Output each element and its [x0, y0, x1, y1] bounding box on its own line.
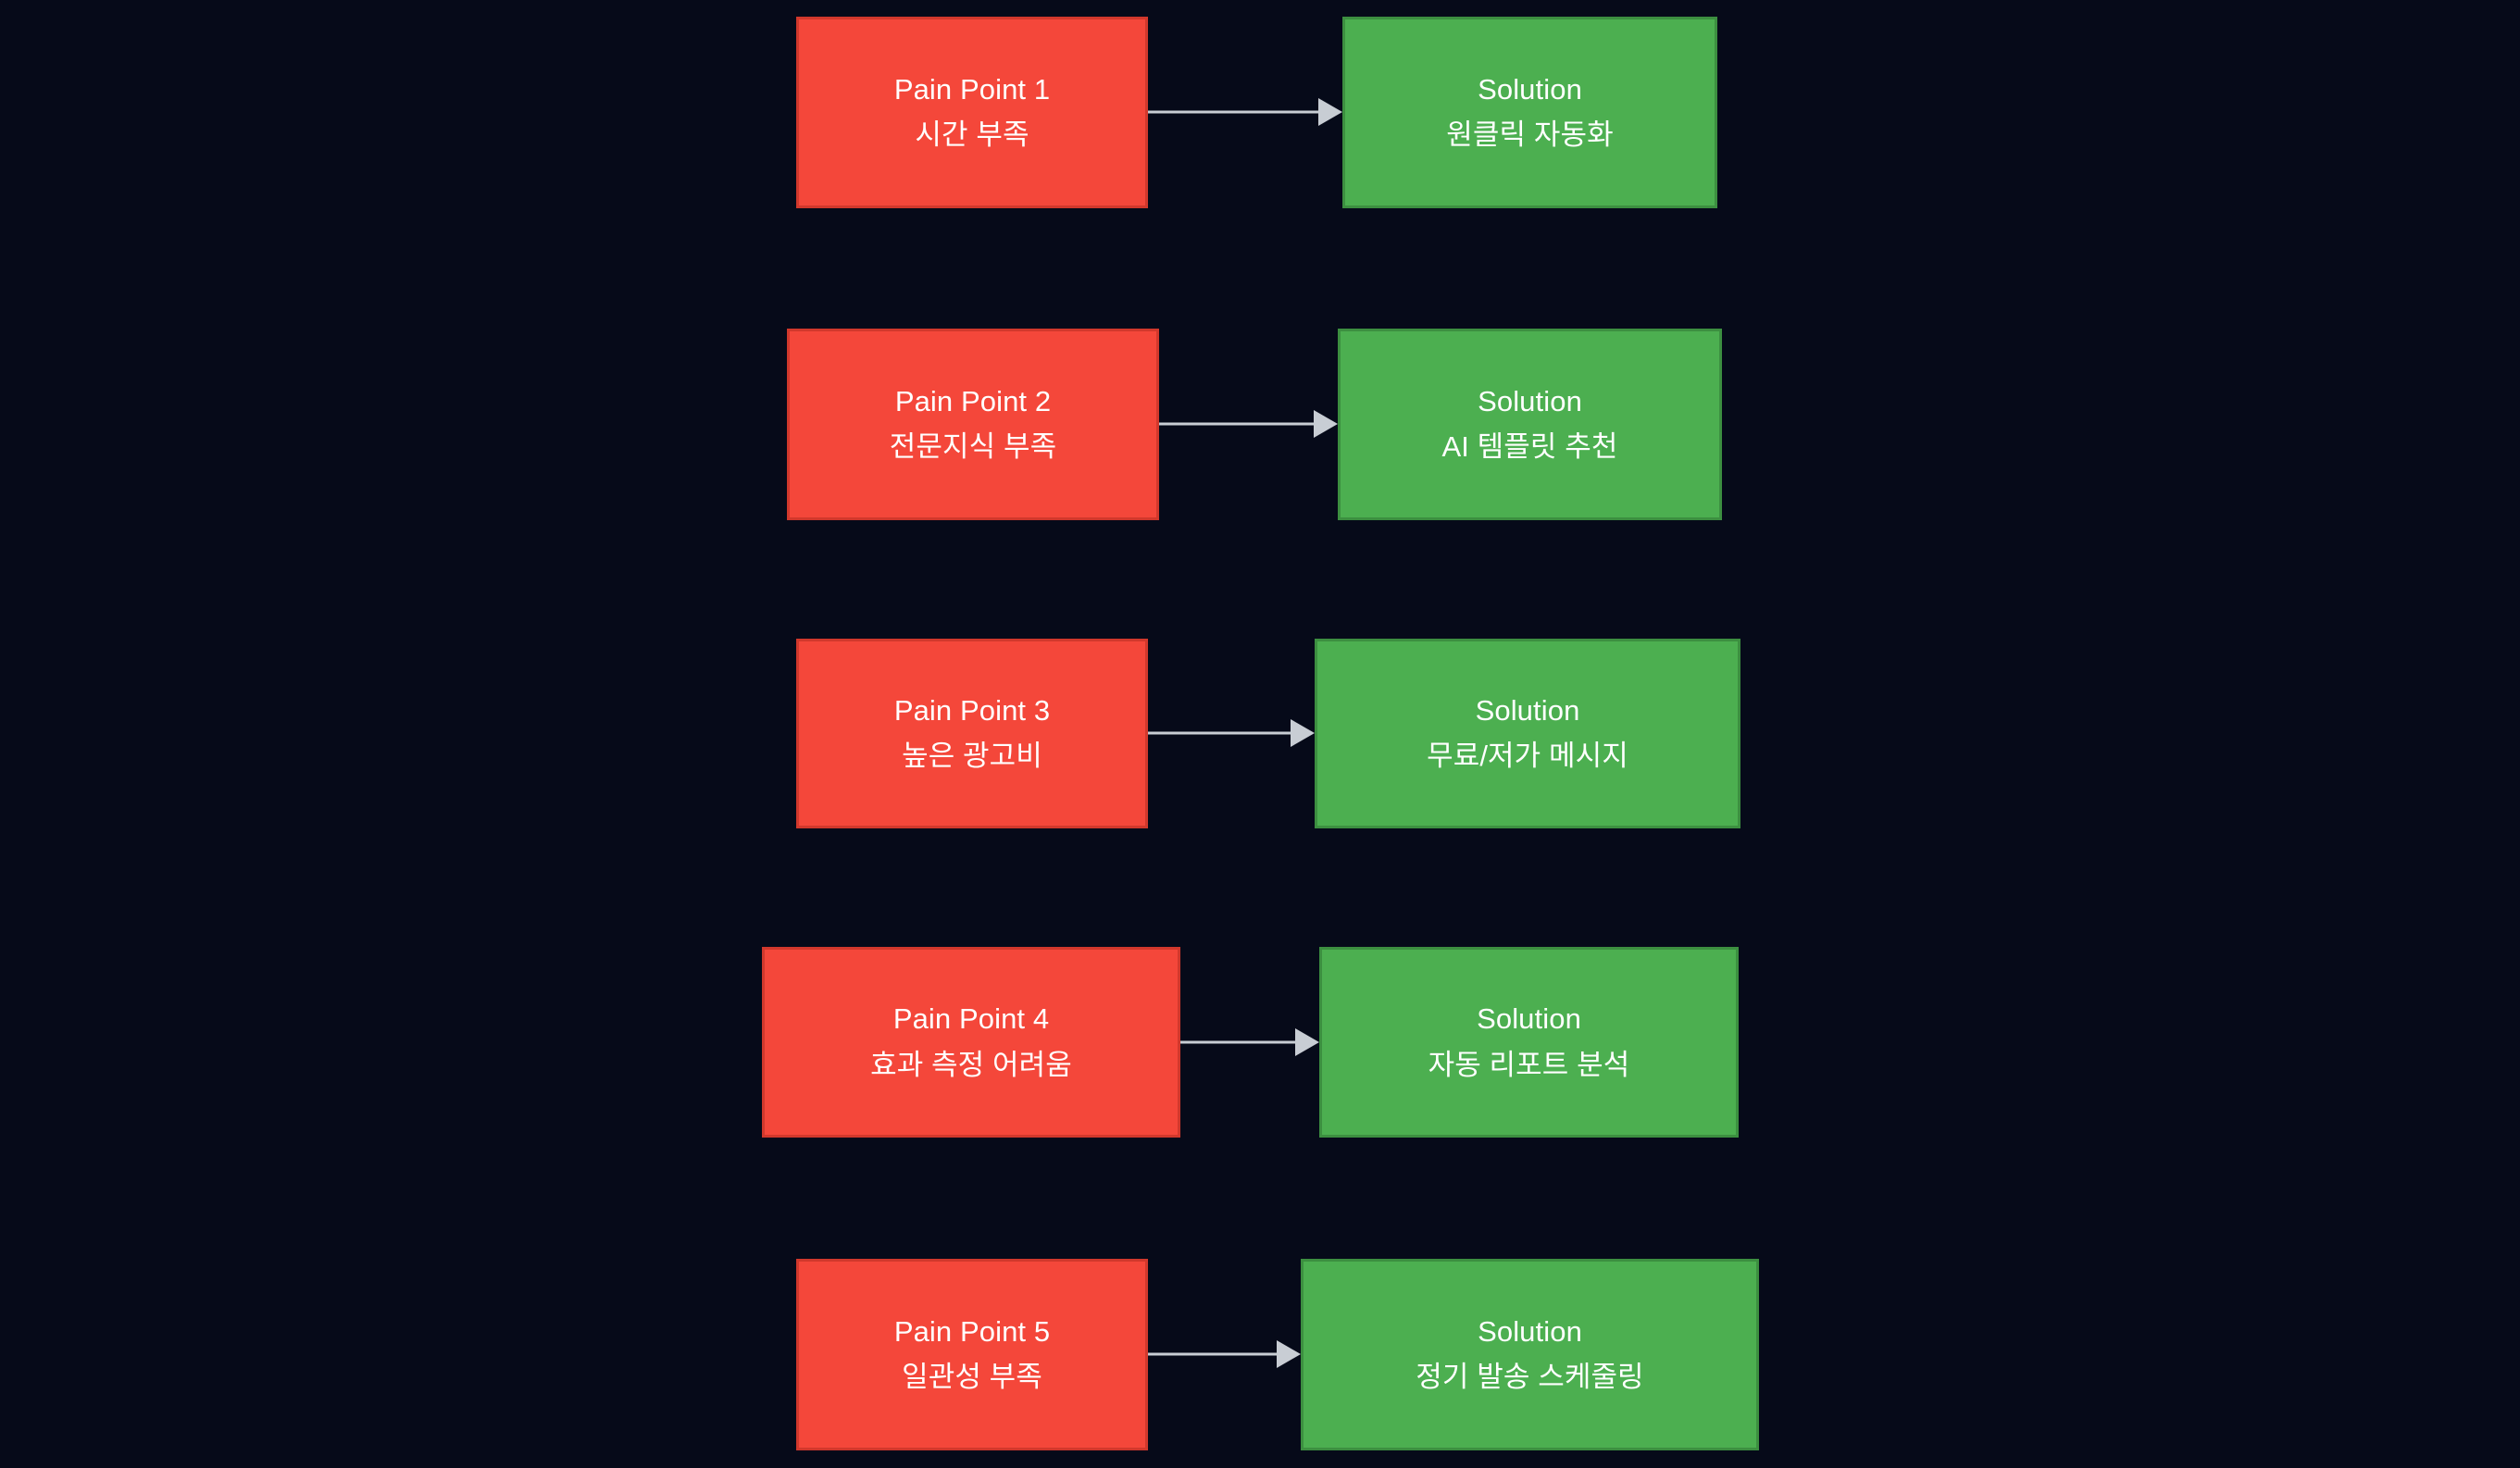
- pain-point-node-2[interactable]: Pain Point 2 전문지식 부족: [787, 329, 1159, 520]
- arrow-icon: [1148, 98, 1342, 126]
- pain-point-title: Pain Point 1: [893, 72, 1051, 106]
- pain-point-node-1[interactable]: Pain Point 1 시간 부족: [796, 17, 1148, 208]
- solution-title: Solution: [1478, 384, 1582, 417]
- solution-node-1[interactable]: Solution 원클릭 자동화: [1342, 17, 1717, 208]
- solution-node-4[interactable]: Solution 자동 리포트 분석: [1319, 947, 1739, 1138]
- pain-point-node-5[interactable]: Pain Point 5 일관성 부족: [796, 1259, 1148, 1450]
- pain-point-title: Pain Point 5: [893, 1314, 1051, 1348]
- arrow-connector: [1162, 1024, 1338, 1061]
- pain-point-subtitle: 전문지식 부족: [889, 430, 1057, 463]
- solution-subtitle: 정기 발송 스케줄링: [1416, 1361, 1644, 1393]
- arrow-connector: [1141, 405, 1356, 442]
- pain-point-title: Pain Point 2: [894, 384, 1052, 417]
- solution-title: Solution: [1477, 1002, 1581, 1036]
- pain-point-title: Pain Point 4: [892, 1002, 1050, 1036]
- solution-node-3[interactable]: Solution 무료/저가 메시지: [1315, 639, 1740, 828]
- pain-point-subtitle: 효과 측정 어려움: [870, 1048, 1072, 1081]
- pain-point-subtitle: 일관성 부족: [902, 1361, 1042, 1393]
- solution-subtitle: AI 템플릿 추천: [1441, 430, 1618, 463]
- solution-subtitle: 원클릭 자동화: [1446, 118, 1614, 151]
- arrow-icon: [1180, 1028, 1319, 1056]
- solution-subtitle: 무료/저가 메시지: [1427, 740, 1628, 772]
- arrow-icon: [1159, 410, 1338, 438]
- arrow-connector: [1129, 93, 1361, 131]
- pain-point-title: Pain Point 3: [893, 693, 1051, 727]
- pain-point-subtitle: 시간 부족: [915, 118, 1029, 151]
- solution-title: Solution: [1475, 693, 1580, 727]
- solution-subtitle: 자동 리포트 분석: [1428, 1048, 1630, 1081]
- arrow-connector: [1129, 715, 1333, 752]
- solution-node-2[interactable]: Solution AI 템플릿 추천: [1338, 329, 1722, 520]
- pain-point-node-4[interactable]: Pain Point 4 효과 측정 어려움: [762, 947, 1180, 1138]
- arrow-connector: [1129, 1336, 1319, 1373]
- pain-point-node-3[interactable]: Pain Point 3 높은 광고비: [796, 639, 1148, 828]
- arrow-icon: [1148, 1340, 1301, 1368]
- solution-title: Solution: [1478, 1314, 1582, 1348]
- solution-title: Solution: [1478, 72, 1582, 106]
- solution-node-5[interactable]: Solution 정기 발송 스케줄링: [1301, 1259, 1759, 1450]
- pain-point-subtitle: 높은 광고비: [902, 740, 1042, 772]
- arrow-icon: [1148, 719, 1315, 747]
